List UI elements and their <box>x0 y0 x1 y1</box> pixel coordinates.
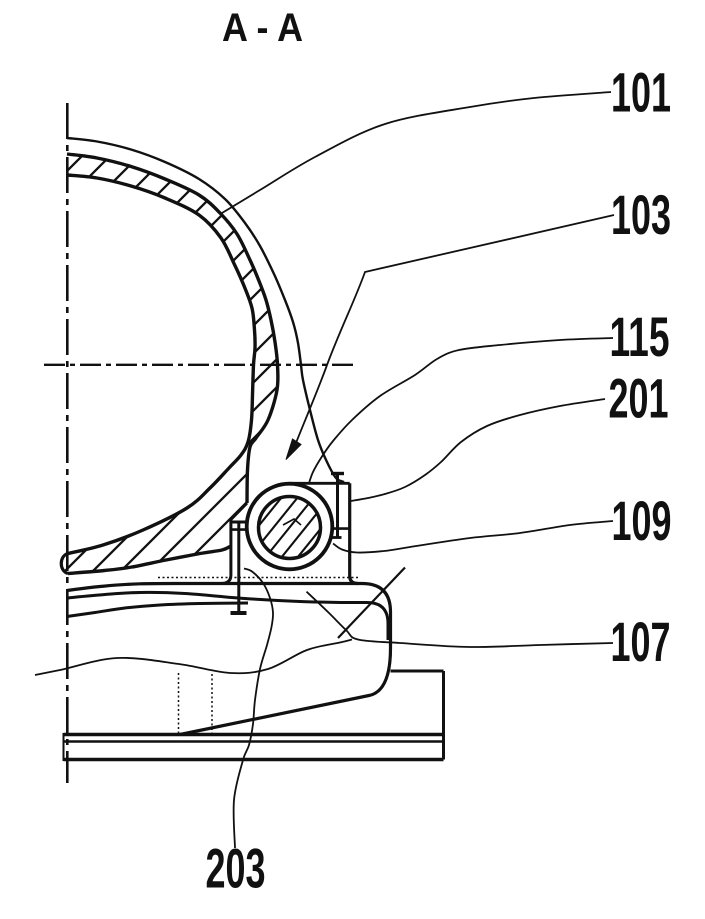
svg-text:101: 101 <box>611 61 671 124</box>
svg-text:107: 107 <box>611 610 671 673</box>
svg-text:203: 203 <box>206 837 266 900</box>
svg-text:109: 109 <box>612 489 672 552</box>
svg-text:A - A: A - A <box>222 6 303 50</box>
svg-text:201: 201 <box>609 366 669 429</box>
svg-text:115: 115 <box>610 305 670 368</box>
svg-text:103: 103 <box>611 183 671 246</box>
